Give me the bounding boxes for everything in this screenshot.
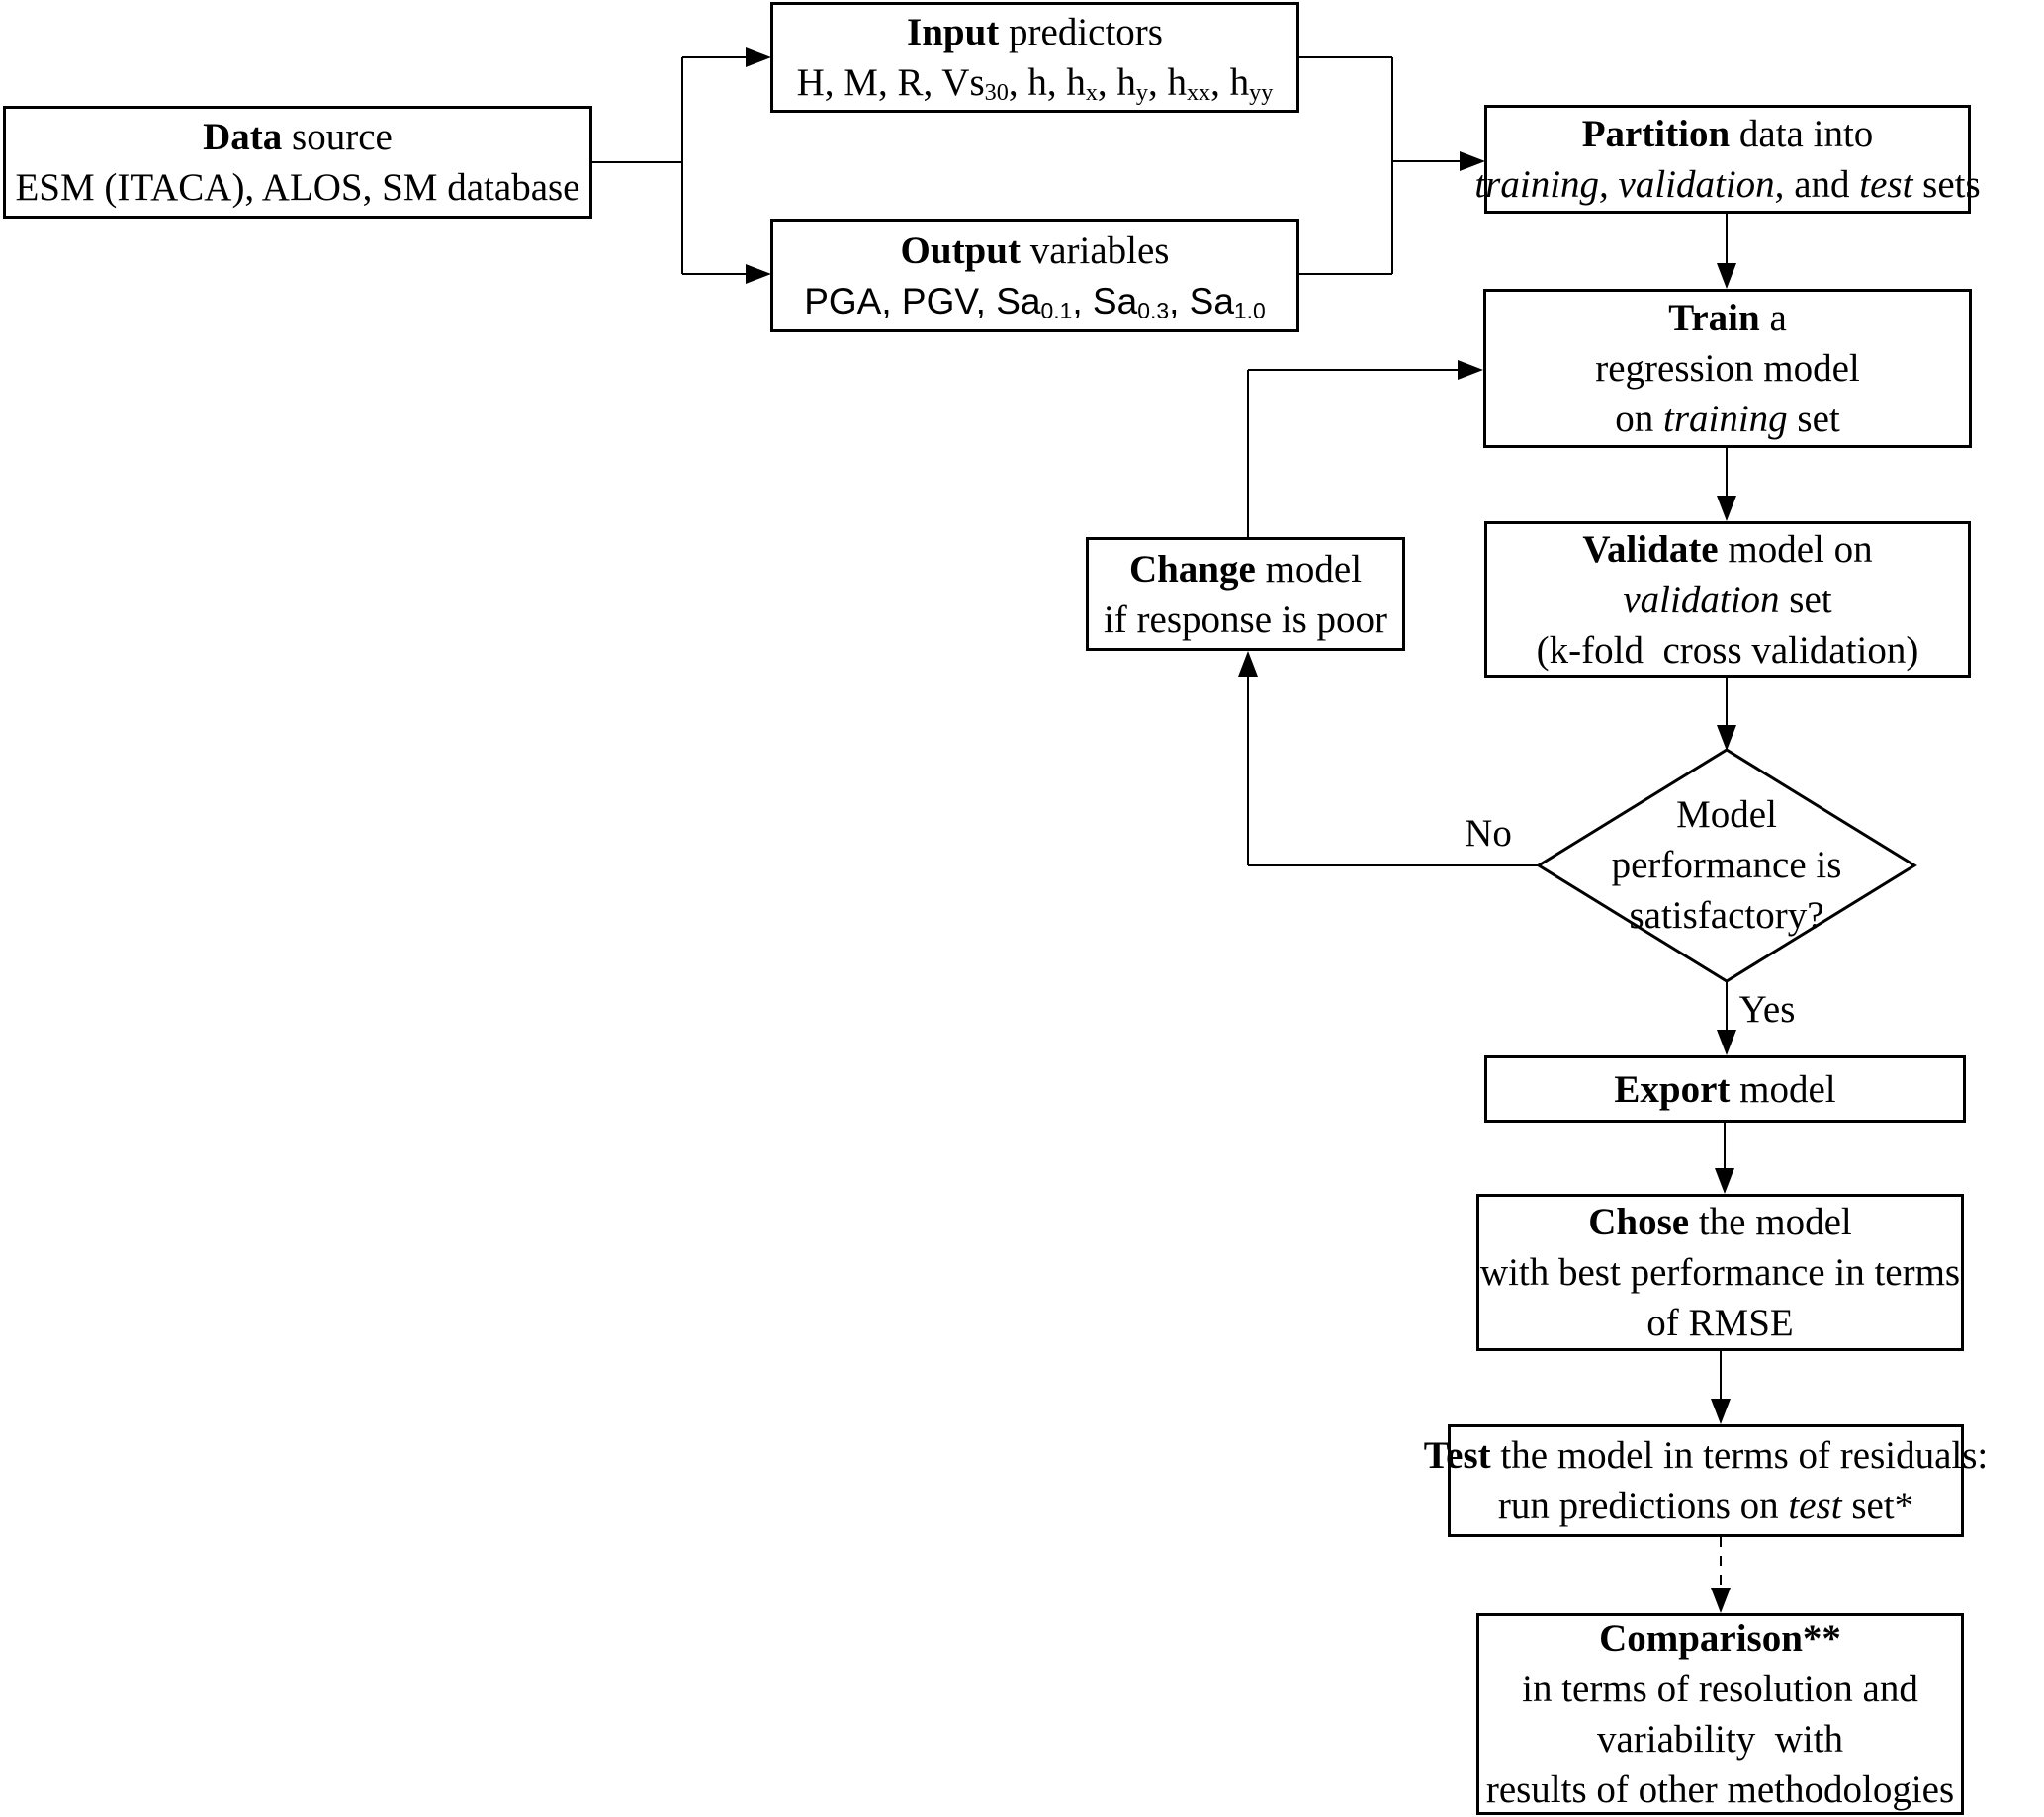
- change-line1: Change model: [1128, 547, 1363, 591]
- no-label: No: [1465, 812, 1512, 855]
- comparison-box: Comparison** in terms of resolution and …: [1476, 1613, 1964, 1815]
- arrow-into-output: [746, 264, 771, 284]
- validate-line2: validation set: [1623, 578, 1832, 621]
- decision-line3: satisfactory?: [1629, 894, 1824, 937]
- arrow-into-validate: [1717, 496, 1736, 521]
- comparison-line2: in terms of resolution and: [1522, 1668, 1918, 1710]
- partition-line1: Partition data into: [1581, 113, 1874, 155]
- input-predictors-title: Input predictors: [907, 7, 1163, 57]
- arrow-into-partition: [1460, 151, 1485, 171]
- test-line1: Test the model in terms of residuals:: [1423, 1434, 1989, 1477]
- arrowheads: [746, 47, 1736, 1613]
- test-model-box: Test the model in terms of residuals: ru…: [1424, 1424, 1988, 1537]
- export-line1: Export model: [1614, 1067, 1836, 1111]
- comparison-line1: Comparison**: [1599, 1617, 1841, 1660]
- output-variables-title: Output variables: [901, 226, 1170, 276]
- validate-line3: (k-fold cross validation): [1536, 628, 1919, 672]
- change-line2: if response is poor: [1103, 597, 1388, 641]
- partition-box: Partition data into training, validation…: [1474, 105, 1981, 214]
- data-source-detail: ESM (ITACA), ALOS, SM database: [15, 166, 580, 209]
- arrow-into-chose: [1715, 1168, 1734, 1194]
- change-model-box: Change model if response is poor: [1086, 537, 1405, 651]
- arrow-into-test: [1711, 1399, 1731, 1424]
- arrow-into-comparison: [1711, 1588, 1731, 1613]
- train-box: Train a regression model on training set: [1483, 289, 1972, 448]
- comparison-line3: variability with: [1596, 1718, 1844, 1761]
- decision-diamond-shape: [1536, 748, 1917, 983]
- arrow-into-decision: [1717, 725, 1736, 751]
- data-source-box: Data source ESM (ITACA), ALOS, SM databa…: [3, 106, 592, 219]
- validate-line1: Validate model on: [1582, 527, 1873, 571]
- arrow-into-change: [1238, 651, 1258, 677]
- arrow-into-export: [1717, 1030, 1736, 1055]
- input-title-bold: Input: [907, 11, 1000, 53]
- input-title-rest: predictors: [999, 11, 1163, 53]
- train-line1: Train a: [1668, 297, 1787, 339]
- decision-diamond-text: Model performance is satisfactory?: [1568, 789, 1885, 941]
- test-line2: run predictions on test set*: [1497, 1485, 1914, 1527]
- output-variables-box: Output variables PGA, PGV, Sa0.1, Sa0.3,…: [770, 219, 1299, 332]
- yes-label: Yes: [1738, 988, 1796, 1031]
- train-line3: on training set: [1615, 398, 1840, 440]
- arrow-change-into-train: [1458, 360, 1483, 380]
- output-title-bold: Output: [900, 228, 1021, 272]
- arrow-into-input: [746, 47, 771, 67]
- chose-line1: Chose the model: [1588, 1201, 1852, 1243]
- output-title-rest: variables: [1020, 228, 1170, 272]
- decision-line1: Model: [1676, 793, 1777, 836]
- data-source-title-bold: Data: [203, 116, 283, 158]
- chose-model-box: Chose the model with best performance in…: [1476, 1194, 1964, 1351]
- arrow-into-train: [1717, 263, 1736, 289]
- input-predictors-box: Input predictors H, M, R, Vs30, h, hx, h…: [770, 2, 1299, 113]
- chose-line2: with best performance in terms: [1479, 1251, 1961, 1294]
- data-source-title: Data source: [203, 112, 393, 162]
- chose-line3: of RMSE: [1646, 1302, 1794, 1344]
- decision-line2: performance is: [1611, 844, 1842, 886]
- export-box: Export model: [1484, 1055, 1966, 1123]
- input-predictors-values: H, M, R, Vs30, h, hx, hy, hxx, hyy: [796, 61, 1274, 107]
- validate-box: Validate model on validation set (k-fold…: [1484, 521, 1971, 678]
- output-variables-values: PGA, PGV, Sa0.1, Sa0.3, Sa1.0: [804, 280, 1266, 323]
- train-line2: regression model: [1595, 347, 1860, 390]
- data-source-title-rest: source: [282, 116, 393, 158]
- comparison-line4: results of other methodologies: [1485, 1769, 1955, 1811]
- partition-line2: training, validation, and test sets: [1474, 163, 1981, 206]
